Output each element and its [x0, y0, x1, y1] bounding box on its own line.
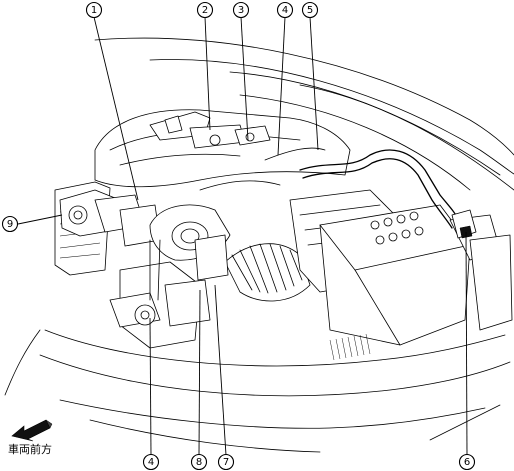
engine-block	[94, 109, 351, 188]
callout-9: 9	[1, 215, 19, 233]
body-lines	[4, 329, 511, 453]
hoses	[199, 147, 477, 239]
svg-text:7: 7	[223, 457, 229, 468]
svg-text:6: 6	[464, 457, 470, 468]
callout-1: 1	[85, 1, 103, 19]
callout-6: 6	[458, 453, 476, 471]
leader-lines	[17, 16, 468, 456]
hood-outline	[94, 37, 514, 191]
svg-text:2: 2	[202, 5, 208, 16]
svg-text:4: 4	[282, 5, 288, 16]
svg-text:4: 4	[148, 457, 154, 468]
battery-cells	[370, 211, 424, 245]
cowl-vent-hatching	[329, 333, 371, 361]
callout-5: 5	[301, 1, 319, 19]
vehicle-front-label: 車両前方	[8, 443, 52, 456]
svg-text:9: 9	[7, 219, 13, 230]
callout-8: 8	[190, 453, 208, 471]
callout-4-top: 4	[276, 1, 294, 19]
svg-text:3: 3	[238, 5, 244, 16]
battery	[319, 204, 513, 346]
svg-text:5: 5	[307, 5, 313, 16]
svg-text:8: 8	[196, 457, 202, 468]
svg-text:1: 1	[91, 5, 97, 16]
lower-assembly	[109, 234, 229, 349]
vehicle-front-arrow-icon	[11, 419, 53, 442]
callout-2: 2	[196, 1, 214, 19]
callout-7: 7	[217, 453, 235, 471]
callout-3: 3	[232, 1, 250, 19]
callout-4-bottom: 4	[142, 453, 160, 471]
front-section	[54, 181, 161, 276]
